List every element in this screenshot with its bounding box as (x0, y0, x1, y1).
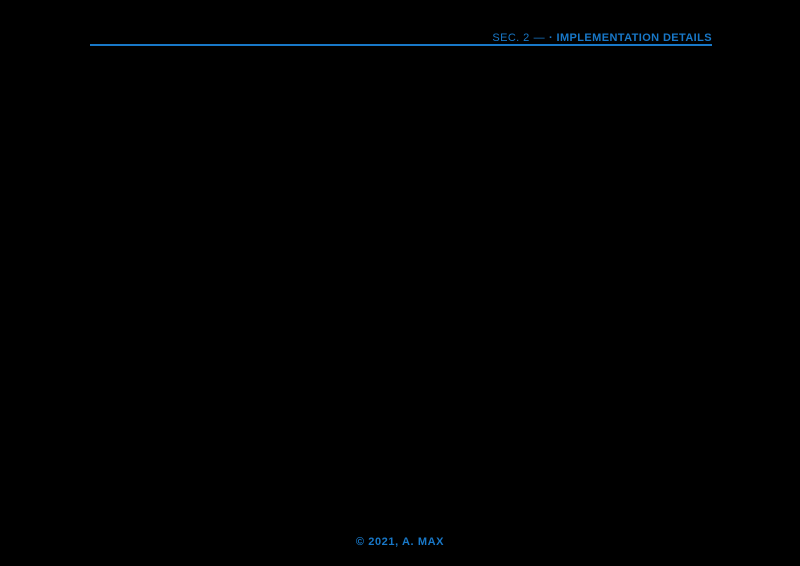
header-link[interactable]: SEC. 2—· IMPLEMENTATION DETAILS (492, 32, 712, 44)
header-title-label: · IMPLEMENTATION DETAILS (549, 32, 712, 44)
page-footer: © 2021, A. MAX (0, 532, 800, 550)
footer-link[interactable]: © 2021, A. MAX (355, 536, 445, 548)
header-section-label: SEC. 2 (492, 32, 530, 44)
slide-body (0, 46, 800, 536)
header-separator: — (533, 32, 546, 44)
header-rule (90, 44, 712, 46)
page-header: SEC. 2—· IMPLEMENTATION DETAILS (90, 28, 712, 46)
